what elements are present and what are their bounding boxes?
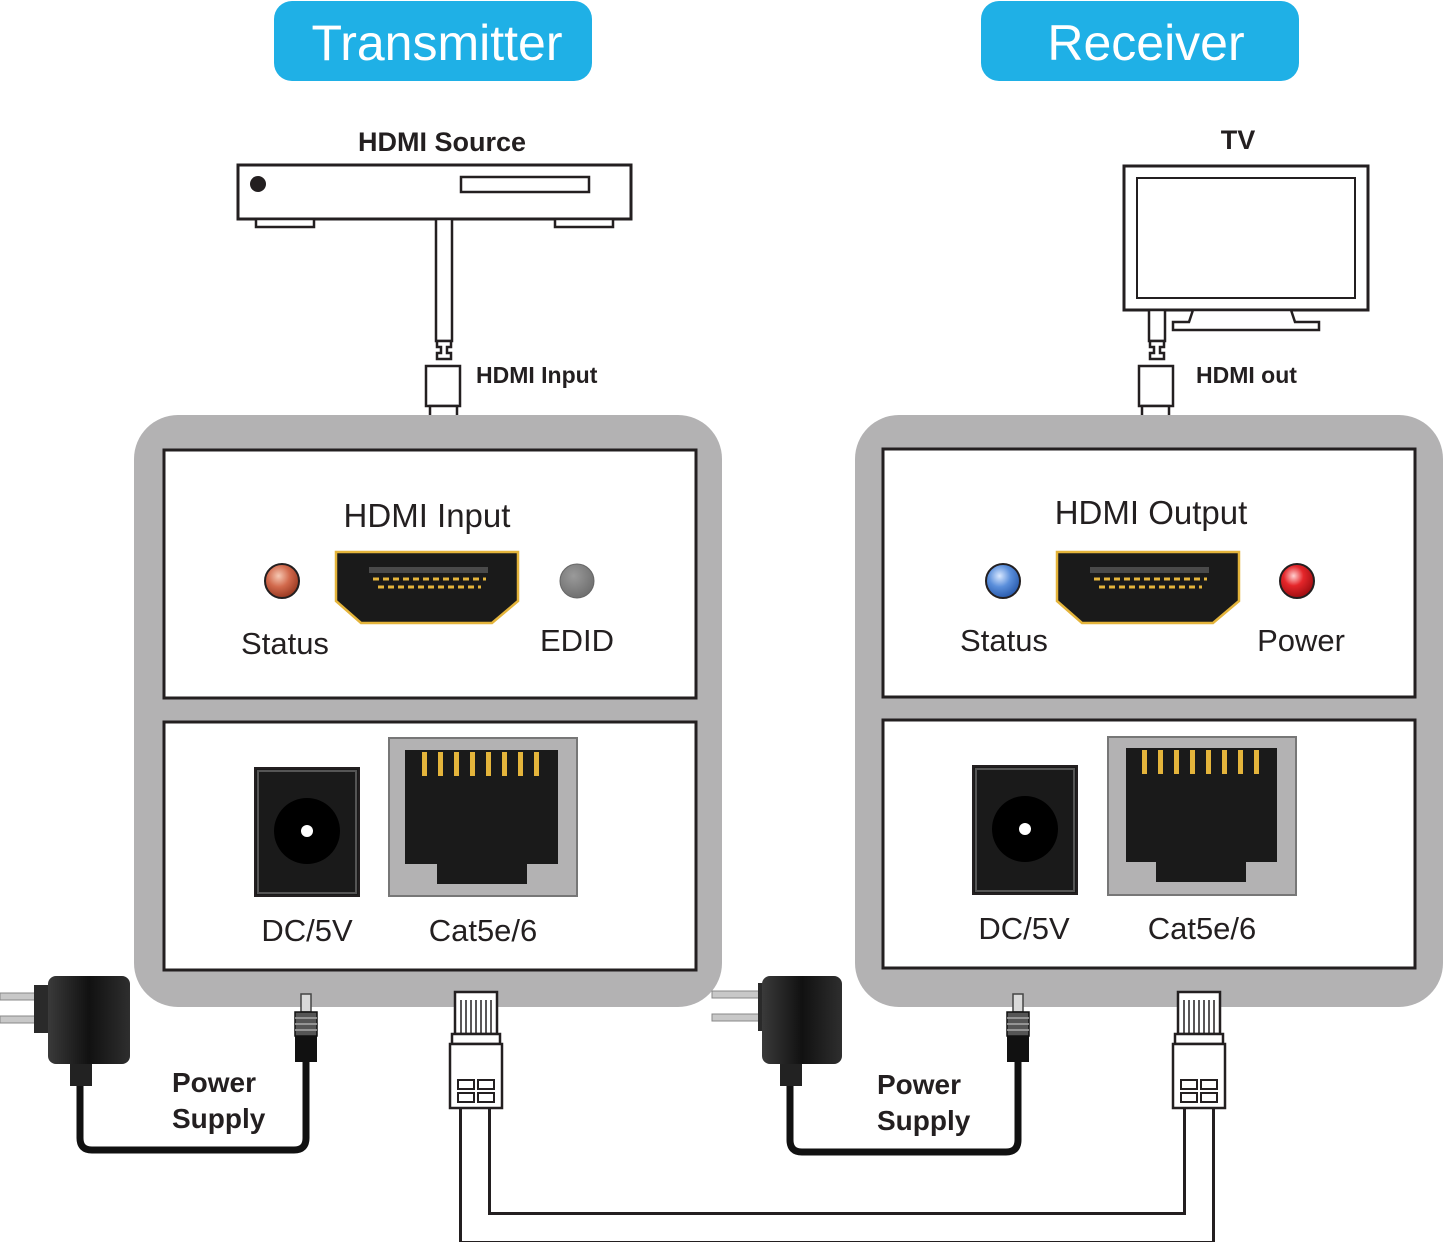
- receiver-header: Receiver: [981, 1, 1299, 81]
- transmitter-unit: HDMI Input Status EDID DC/5V: [134, 415, 722, 1007]
- hdmi-input-cable-label: HDMI Input: [476, 362, 598, 388]
- dc-plug-icon-tx: [294, 993, 318, 1062]
- dc-plug-icon-rx: [1006, 993, 1030, 1062]
- status-led-rx: [985, 563, 1021, 599]
- transmitter-header: Transmitter: [274, 1, 592, 81]
- hdmi-cable-rx: [1137, 308, 1175, 429]
- edid-led: [559, 563, 595, 599]
- rj45-plug-icon-rx: [1171, 990, 1227, 1110]
- dc-jack-icon-rx: [972, 765, 1078, 895]
- status-led-label-tx: Status: [241, 626, 329, 661]
- receiver-unit: HDMI Output Status Power DC/5V Cat: [855, 415, 1443, 1007]
- tv-label: TV: [1221, 125, 1256, 155]
- power-led-rx: [1279, 563, 1315, 599]
- rj45-label-tx: Cat5e/6: [429, 913, 538, 948]
- hdmi-out-cable-label: HDMI out: [1196, 362, 1297, 388]
- rj45-label-rx: Cat5e/6: [1148, 911, 1257, 946]
- dc-label-rx: DC/5V: [978, 911, 1070, 946]
- power-supply-label-rx-line2: Supply: [877, 1105, 971, 1136]
- transmitter-title: Transmitter: [312, 15, 563, 71]
- rj45-plug-icon-tx: [448, 990, 504, 1110]
- power-led-label-rx: Power: [1257, 623, 1345, 658]
- hdmi-input-port-icon: [334, 550, 520, 625]
- hdmi-output-port-icon: [1055, 550, 1241, 625]
- power-supply-label-tx-line2: Supply: [172, 1103, 266, 1134]
- cat-cable: [459, 1108, 1215, 1242]
- power-supply-label-tx-line1: Power: [172, 1067, 256, 1098]
- edid-led-label: EDID: [540, 623, 614, 658]
- dc-jack-icon-tx: [254, 767, 360, 897]
- transmitter-panel-title: HDMI Input: [344, 497, 511, 534]
- receiver-title: Receiver: [1047, 15, 1244, 71]
- dc-label-tx: DC/5V: [261, 913, 353, 948]
- power-adapter-icon-tx: [0, 976, 310, 1154]
- hdmi-source-device-icon: [236, 163, 633, 229]
- receiver-panel-title: HDMI Output: [1055, 494, 1248, 531]
- status-led-tx: [264, 563, 300, 599]
- power-supply-label-rx-line1: Power: [877, 1069, 961, 1100]
- hdmi-cable-tx: [424, 217, 462, 429]
- status-led-label-rx: Status: [960, 623, 1048, 658]
- rj45-port-icon-tx: [388, 737, 578, 897]
- rj45-port-icon-rx: [1107, 736, 1297, 896]
- hdmi-source-label: HDMI Source: [358, 127, 526, 157]
- power-adapter-icon-rx: [711, 976, 1022, 1156]
- tv-icon: [1122, 164, 1370, 332]
